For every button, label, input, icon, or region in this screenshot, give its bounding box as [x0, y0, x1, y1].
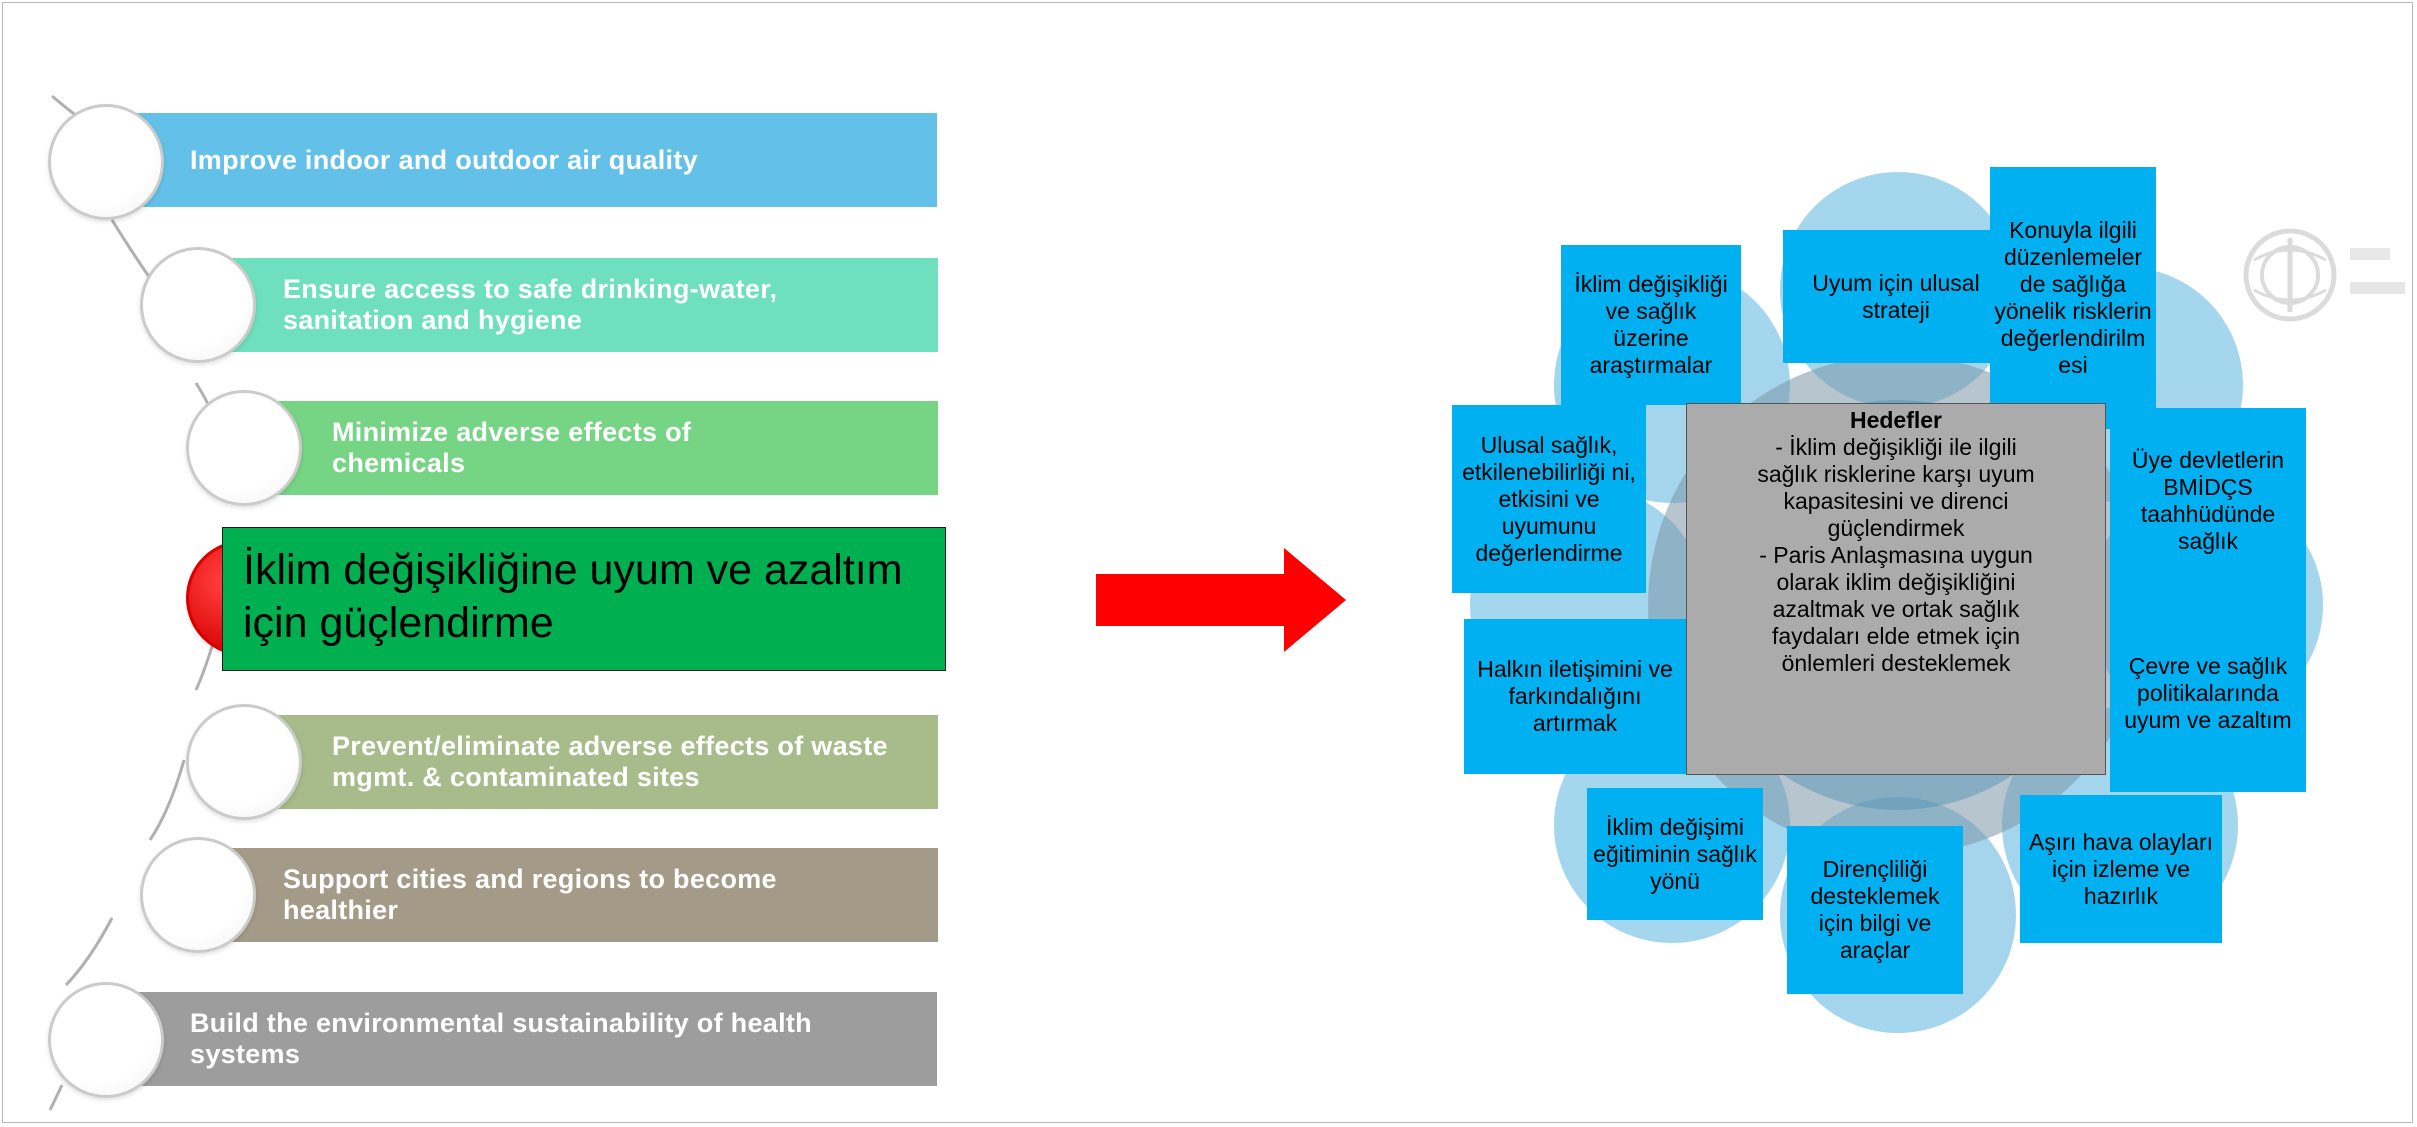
goals-line: - Paris Anlaşmasına uygun [1759, 542, 2033, 568]
goals-line: olarak iklim değişikliğini [1776, 569, 2016, 595]
box-national-strategy: Uyum için ulusal strateji [1783, 230, 2009, 363]
item-label-2: Ensure access to safe drinking-water, sa… [283, 274, 778, 335]
box-public-communication: Halkın iletişimini ve farkındalığını art… [1464, 619, 1686, 774]
goals-line: azaltmak ve ortak sağlık [1772, 596, 2020, 622]
goals-line: - İklim değişikliği ile ilgili [1775, 434, 2017, 460]
item-circle-5 [186, 704, 302, 820]
box-policies: Çevre ve sağlık politikalarında uyum ve … [2110, 594, 2306, 792]
who-emblem-icon [2243, 228, 2405, 322]
box-assessment: Ulusal sağlık, etkilenebilirliği ni, etk… [1452, 405, 1646, 593]
item-highlight-4: İklim değişikliğine uyum ve azaltım için… [222, 527, 946, 671]
goals-title: Hedefler [1849, 407, 1943, 433]
item-circle-7 [48, 982, 164, 1098]
item-circle-2 [140, 247, 256, 363]
item-label-5: Prevent/eliminate adverse effects of was… [332, 731, 888, 792]
item-bar-1: Improve indoor and outdoor air quality [115, 113, 937, 207]
item-circle-1 [48, 104, 164, 220]
goals-line: kapasitesini ve direnci [1783, 488, 2009, 514]
goals-line: güçlendirmek [1827, 515, 1965, 541]
item-bar-5: Prevent/eliminate adverse effects of was… [262, 715, 938, 809]
box-education: İklim değişimi eğitiminin sağlık yönü [1587, 788, 1763, 920]
goals-line: sağlık risklerine karşı uyum [1757, 461, 2035, 487]
item-label-4: İklim değişikliğine uyum ve azaltım için… [243, 546, 903, 647]
box-extreme-weather: Aşırı hava olayları için izleme ve hazır… [2020, 795, 2222, 943]
item-bar-7: Build the environmental sustainability o… [115, 992, 937, 1086]
item-circle-6 [140, 837, 256, 953]
goals-box: Hedefler - İklim değişikliği ile ilgili … [1686, 403, 2106, 775]
box-member-states: Üye devletlerin BMİDÇS taahhüdünde sağlı… [2110, 408, 2306, 594]
box-research: İklim değişikliği ve sağlık üzerine araş… [1561, 245, 1741, 405]
box-resilience-tools: Dirençliliği desteklemek için bilgi ve a… [1787, 826, 1963, 994]
item-bar-3: Minimize adverse effects of chemicals [262, 401, 938, 495]
item-label-1: Improve indoor and outdoor air quality [190, 144, 698, 175]
item-circle-3 [186, 390, 302, 506]
right-arrow-icon [1096, 548, 1346, 652]
item-label-3: Minimize adverse effects of chemicals [332, 417, 692, 478]
item-bar-2: Ensure access to safe drinking-water, sa… [208, 258, 938, 352]
item-bar-6: Support cities and regions to become hea… [208, 848, 938, 942]
goals-line: önlemleri desteklemek [1781, 650, 2011, 676]
goals-line: faydaları elde etmek için [1771, 623, 2020, 649]
item-label-7: Build the environmental sustainability o… [190, 1008, 812, 1069]
item-label-6: Support cities and regions to become hea… [283, 864, 777, 925]
box-regulations: Konuyla ilgili düzenlemeler de sağlığa y… [1990, 167, 2156, 429]
